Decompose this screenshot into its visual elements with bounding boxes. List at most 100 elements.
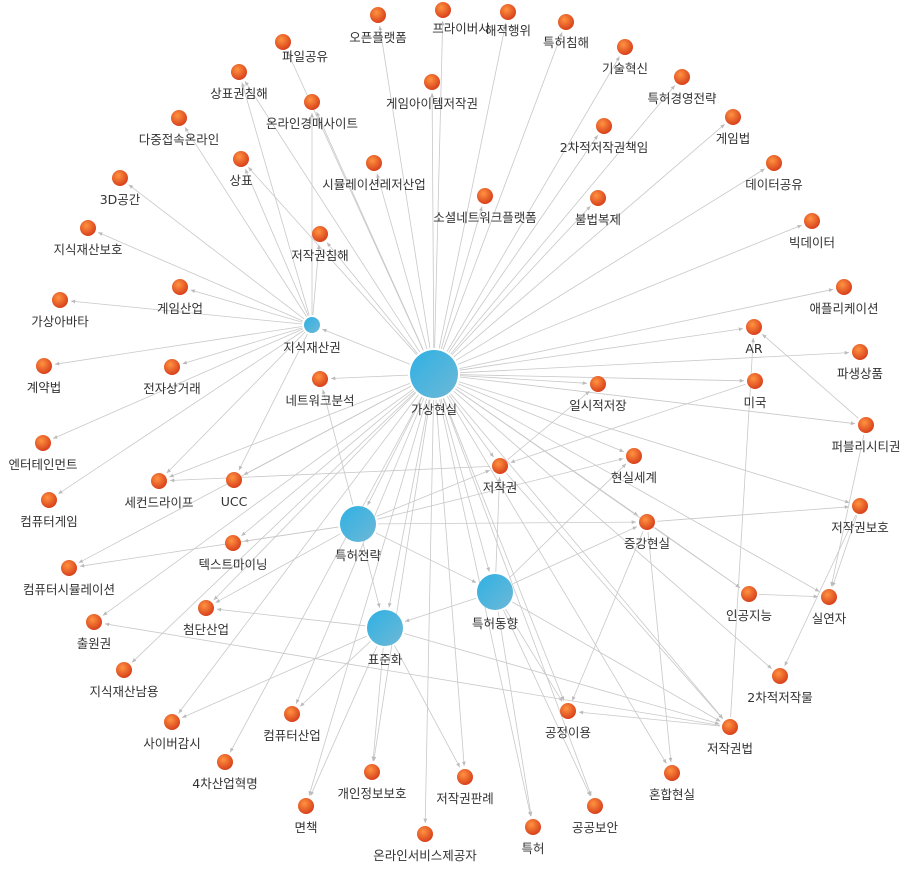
graph-node-15[interactable]: 다중접속온라인 [139,110,220,147]
graph-node-9[interactable]: 파일공유 [275,34,328,64]
graph-node-22[interactable]: 소셜네트워크플랫폼 [433,188,537,225]
node-circle-44[interactable] [852,498,868,514]
node-circle-5[interactable] [370,7,386,23]
graph-node-46[interactable]: 텍스트마이닝 [198,535,268,572]
graph-node-20[interactable]: 데이터공유 [745,155,803,192]
graph-node-47[interactable]: 컴퓨터시뮬레이션 [23,560,115,597]
graph-node-60[interactable]: 저작권판례 [436,769,494,806]
graph-node-41[interactable]: 세컨드라이프 [124,473,194,510]
node-circle-51[interactable] [86,614,102,630]
node-circle-41[interactable] [151,473,167,489]
node-circle-26[interactable] [80,220,96,236]
graph-node-21[interactable]: 3D공간 [100,170,141,207]
node-circle-60[interactable] [457,769,473,785]
graph-node-40[interactable]: 저작권 [483,458,518,495]
node-circle-24[interactable] [804,213,820,229]
node-circle-22[interactable] [477,188,493,204]
graph-node-48[interactable]: 인공지능 [726,586,772,623]
node-circle-10[interactable] [617,39,633,55]
graph-node-44[interactable]: 저작권보호 [831,498,889,535]
node-circle-21[interactable] [112,170,128,186]
node-circle-15[interactable] [171,110,187,126]
graph-node-64[interactable]: 특허 [521,819,545,856]
node-circle-62[interactable] [298,798,314,814]
graph-node-17[interactable]: 2차적저작권책임 [560,118,648,155]
node-circle-50[interactable] [198,600,214,616]
graph-node-38[interactable]: 엔터테인먼트 [8,435,78,472]
graph-node-35[interactable]: 일시적저장 [569,376,627,413]
node-circle-27[interactable] [836,279,852,295]
graph-node-49[interactable]: 실연자 [812,589,847,626]
node-circle-52[interactable] [772,668,788,684]
graph-node-1[interactable]: 특허전략 [335,506,382,563]
node-circle-12[interactable] [424,74,440,90]
graph-node-53[interactable]: 지식재산남용 [89,662,159,699]
node-circle-18[interactable] [233,151,249,167]
node-circle-43[interactable] [41,492,57,508]
graph-node-42[interactable]: UCC [221,472,248,509]
node-circle-29[interactable] [52,292,68,308]
graph-node-57[interactable]: 저작권법 [707,719,753,756]
graph-node-52[interactable]: 2차적저작물 [747,668,813,705]
node-circle-11[interactable] [231,64,247,80]
node-circle-65[interactable] [417,826,433,842]
node-circle-33[interactable] [164,359,180,375]
graph-node-43[interactable]: 컴퓨터게임 [20,492,78,529]
node-circle-48[interactable] [741,586,757,602]
graph-node-58[interactable]: 4차산업혁명 [192,754,258,791]
graph-node-63[interactable]: 공공보안 [572,798,619,835]
node-circle-46[interactable] [225,535,241,551]
node-circle-19[interactable] [366,155,382,171]
graph-node-14[interactable]: 온라인경매사이트 [266,94,358,131]
graph-node-28[interactable]: 게임산업 [157,279,203,316]
node-circle-6[interactable] [435,2,451,18]
node-circle-55[interactable] [164,714,180,730]
node-circle-54[interactable] [560,703,576,719]
hub-node-circle-4[interactable] [304,317,320,333]
graph-node-7[interactable]: 해적행위 [485,4,531,38]
graph-node-45[interactable]: 증강현실 [624,514,670,551]
graph-node-27[interactable]: 애플리케이션 [809,279,879,316]
graph-node-0[interactable]: 가상현실 [410,350,458,417]
node-circle-35[interactable] [590,376,606,392]
graph-node-59[interactable]: 개인정보보호 [337,764,407,801]
graph-node-10[interactable]: 기술혁신 [602,39,648,76]
node-circle-37[interactable] [858,417,874,433]
graph-node-31[interactable]: 파생상품 [837,344,883,381]
graph-node-51[interactable]: 출원권 [77,614,112,651]
node-circle-36[interactable] [747,373,763,389]
graph-node-18[interactable]: 상표 [229,151,253,188]
node-circle-30[interactable] [746,319,762,335]
node-circle-59[interactable] [364,764,380,780]
graph-node-8[interactable]: 특허침해 [543,14,589,50]
node-circle-17[interactable] [596,118,612,134]
node-circle-57[interactable] [722,719,738,735]
graph-node-5[interactable]: 오픈플랫폼 [349,7,407,45]
graph-node-29[interactable]: 가상아바타 [31,292,89,329]
node-circle-45[interactable] [639,514,655,530]
node-circle-20[interactable] [766,155,782,171]
graph-node-33[interactable]: 전자상거래 [143,359,201,396]
node-circle-56[interactable] [284,706,300,722]
hub-node-circle-0[interactable] [410,350,458,398]
graph-node-4[interactable]: 지식재산권 [283,317,341,355]
graph-node-62[interactable]: 면책 [294,798,318,835]
node-circle-64[interactable] [525,819,541,835]
node-circle-47[interactable] [61,560,77,576]
graph-node-12[interactable]: 게임아이템저작권 [386,74,478,111]
node-circle-23[interactable] [590,190,606,206]
node-circle-34[interactable] [312,371,328,387]
graph-node-3[interactable]: 표준화 [367,610,403,667]
node-circle-25[interactable] [312,226,328,242]
hub-node-circle-1[interactable] [340,506,376,542]
graph-node-2[interactable]: 특허동향 [472,574,519,631]
node-circle-61[interactable] [664,765,680,781]
graph-node-25[interactable]: 저작권침해 [291,226,349,263]
graph-node-24[interactable]: 빅데이터 [789,213,835,250]
node-circle-63[interactable] [587,798,603,814]
graph-node-30[interactable]: AR [745,319,763,356]
graph-node-13[interactable]: 특허경영전략 [647,69,717,106]
node-circle-13[interactable] [674,69,690,85]
graph-node-32[interactable]: 계약법 [27,358,62,395]
node-circle-49[interactable] [821,589,837,605]
